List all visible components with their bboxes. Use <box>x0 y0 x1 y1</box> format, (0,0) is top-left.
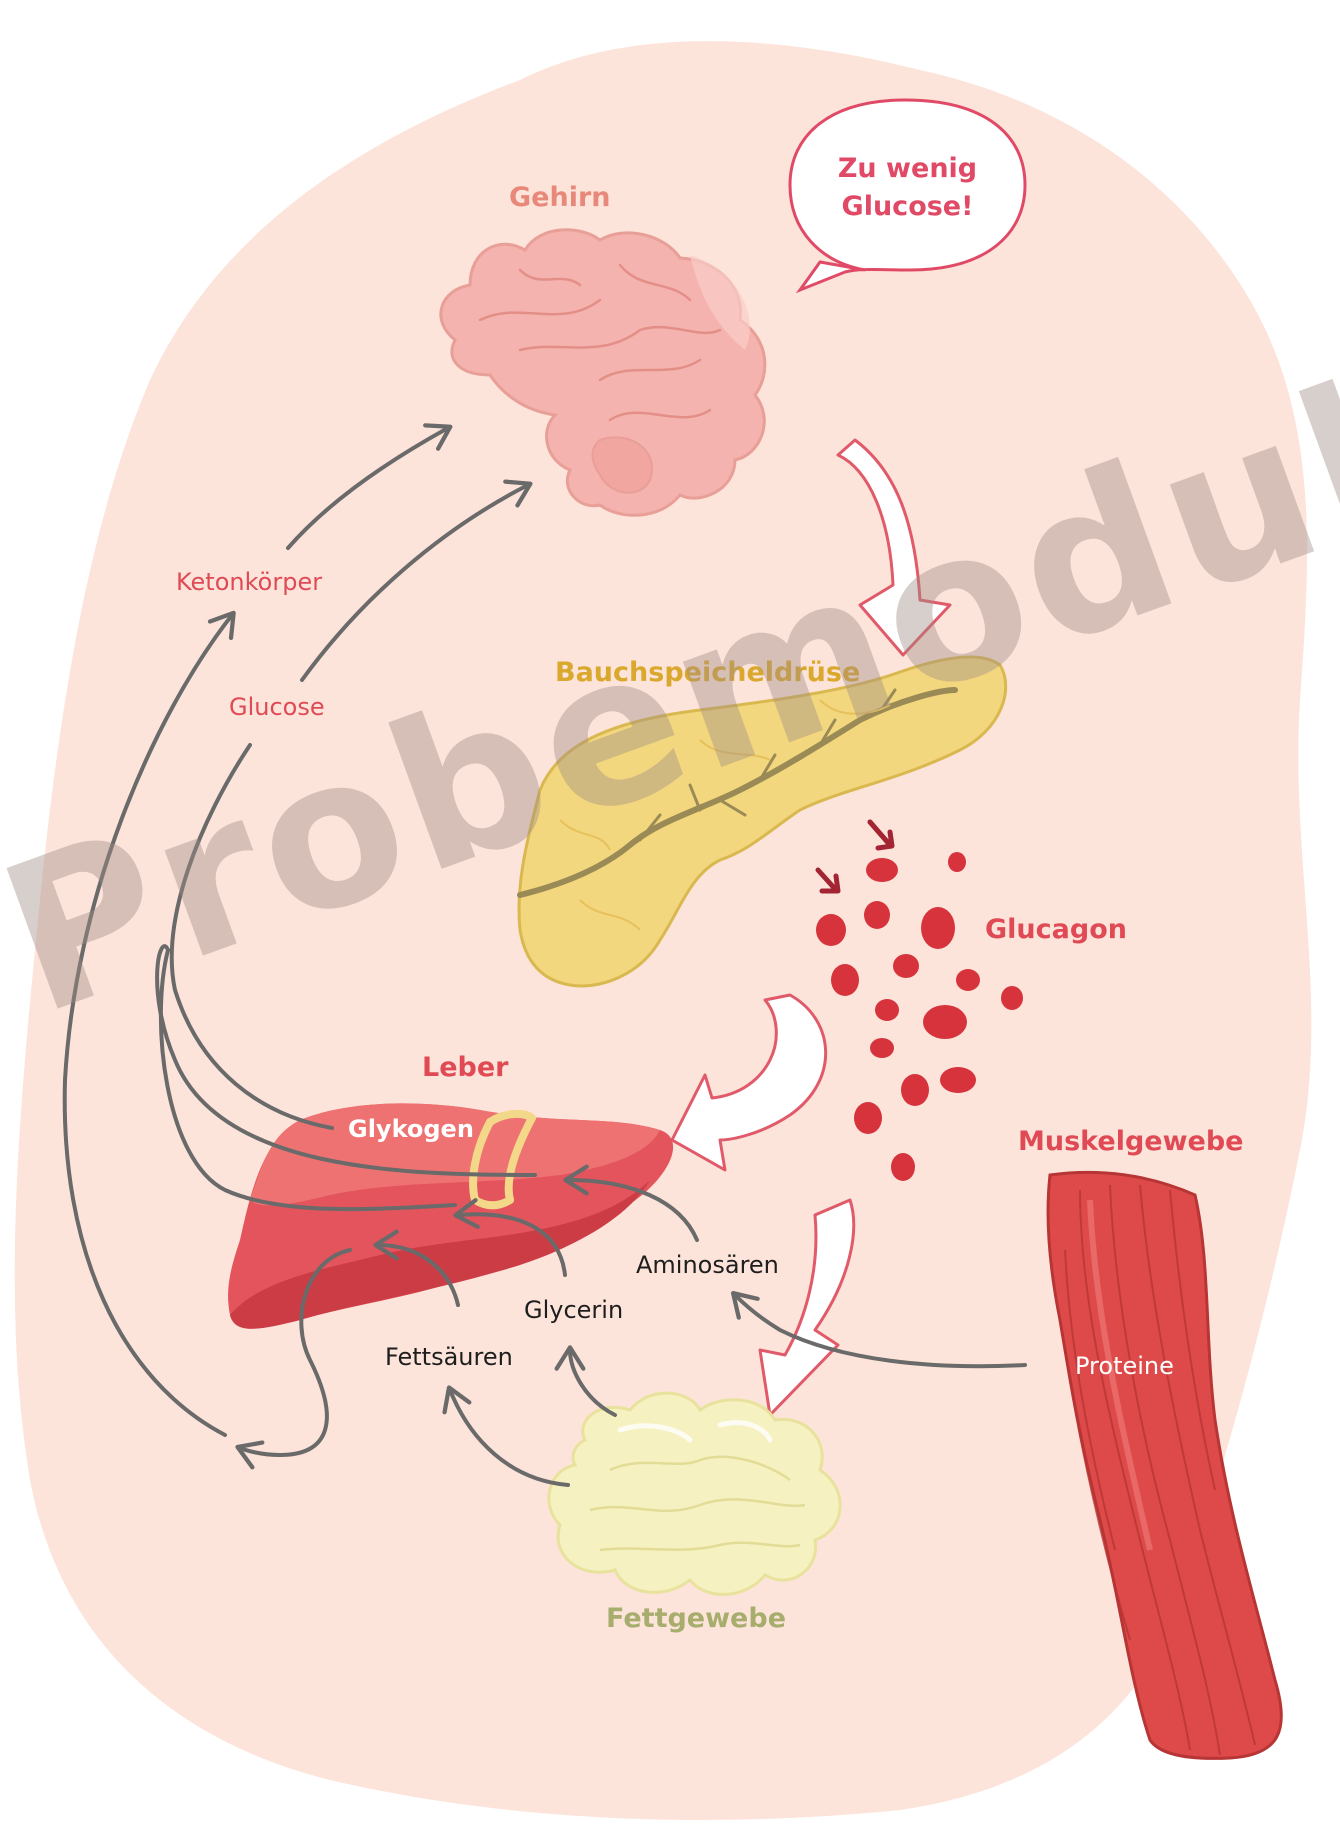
fat-label: Fettgewebe <box>606 1603 786 1634</box>
speech-line-1: Zu wenig <box>800 150 1015 188</box>
speech-line-2: Glucose! <box>800 188 1015 226</box>
proteins-label: Proteine <box>1075 1352 1174 1380</box>
glycerin-label: Glycerin <box>524 1296 623 1324</box>
brain-label: Gehirn <box>509 182 611 213</box>
speech-bubble-text: Zu wenig Glucose! <box>800 150 1015 226</box>
glucagon-label: Glucagon <box>985 914 1127 945</box>
liver-label: Leber <box>422 1052 508 1083</box>
fatty-acids-label: Fettsäuren <box>385 1343 513 1371</box>
amino-acids-label: Aminosären <box>636 1251 779 1279</box>
glucose-label: Glucose <box>229 693 325 721</box>
ketones-label: Ketonkörper <box>176 568 322 596</box>
muscle-label: Muskelgewebe <box>1018 1126 1244 1157</box>
glycogen-label: Glykogen <box>348 1115 474 1143</box>
pancreas-label: Bauchspeicheldrüse <box>555 657 860 688</box>
fat-tissue-icon <box>549 1393 840 1594</box>
